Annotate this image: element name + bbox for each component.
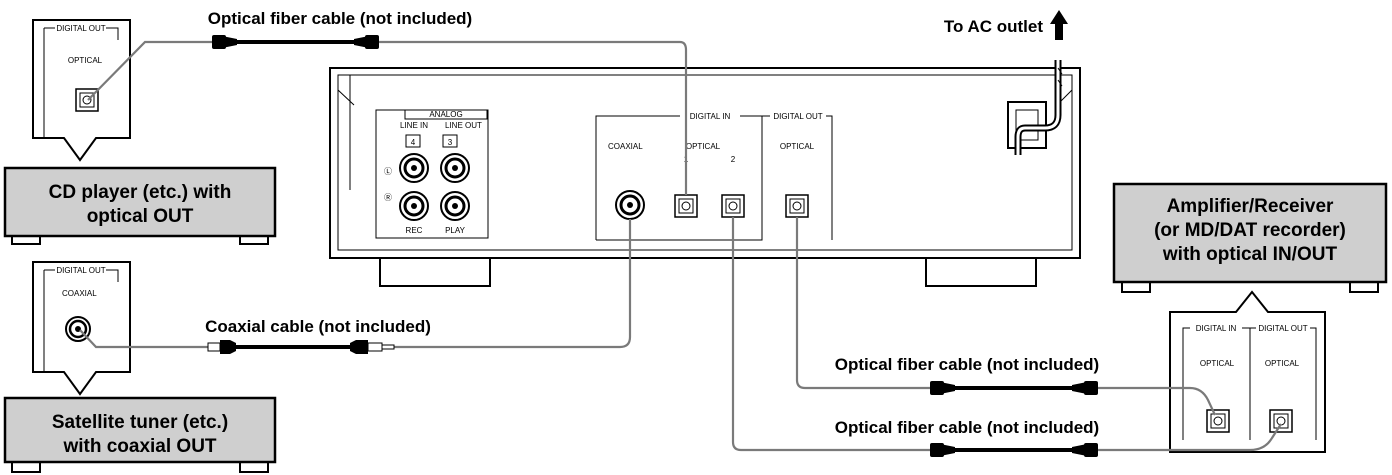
coaxial-cable — [79, 219, 632, 354]
play-right-jack[interactable] — [440, 191, 470, 221]
coaxial-label: COAXIAL — [608, 142, 643, 151]
optical-cable-mid — [795, 217, 1216, 416]
amplifier-title-1: Amplifier/Receiver — [1167, 196, 1334, 217]
rec-left-jack[interactable] — [399, 153, 429, 183]
line-in-number: 4 — [411, 138, 416, 147]
optical-cable-top — [87, 35, 688, 195]
analog-label: ANALOG — [429, 110, 462, 119]
cd-optical-label: OPTICAL — [68, 56, 103, 65]
amp-optical-out-jack[interactable] — [1269, 409, 1293, 433]
line-out-label: LINE OUT — [445, 121, 482, 130]
amp-digital-out-label: DIGITAL OUT — [1258, 324, 1307, 333]
line-out-number: 3 — [448, 138, 453, 147]
optical-in-label: OPTICAL — [686, 142, 721, 151]
optical-cable-bottom — [731, 217, 1282, 457]
main-unit: ANALOG LINE IN LINE OUT 4 3 Ⓛ Ⓡ REC PLAY… — [329, 67, 1081, 287]
amp-optical-in-label: OPTICAL — [1200, 359, 1235, 368]
satellite-jack-callout: DIGITAL OUT COAXIAL — [32, 261, 131, 396]
ac-outlet-label: To AC outlet — [944, 17, 1043, 36]
cd-player-box: CD player (etc.) with optical OUT — [3, 166, 277, 245]
cd-player-title-1: CD player (etc.) with — [49, 182, 232, 203]
rec-right-jack[interactable] — [399, 191, 429, 221]
play-label: PLAY — [445, 226, 466, 235]
optical-cable-bottom-label: Optical fiber cable (not included) — [835, 418, 1099, 437]
sat-digital-out-label: DIGITAL OUT — [56, 266, 105, 275]
amp-optical-in-jack[interactable] — [1206, 409, 1230, 433]
right-channel-label: Ⓡ — [384, 193, 392, 202]
amplifier-jack-callout: DIGITAL IN DIGITAL OUT OPTICAL OPTICAL — [1169, 290, 1326, 453]
amplifier-title-3: with optical IN/OUT — [1162, 244, 1338, 265]
line-in-label: LINE IN — [400, 121, 428, 130]
amplifier-box: Amplifier/Receiver (or MD/DAT recorder) … — [1112, 182, 1388, 293]
cd-player-jack-callout: DIGITAL OUT OPTICAL — [32, 19, 131, 162]
optical-cable-mid-label: Optical fiber cable (not included) — [835, 355, 1099, 374]
digital-in-label: DIGITAL IN — [690, 112, 731, 121]
optical-out-jack[interactable] — [785, 194, 809, 218]
satellite-title-1: Satellite tuner (etc.) — [52, 412, 228, 433]
optical-in-1-jack[interactable] — [674, 194, 698, 218]
amp-optical-out-label: OPTICAL — [1265, 359, 1300, 368]
cd-digital-out-label: DIGITAL OUT — [56, 24, 105, 33]
play-left-jack[interactable] — [440, 153, 470, 183]
amplifier-title-2: (or MD/DAT recorder) — [1154, 220, 1346, 241]
satellite-box: Satellite tuner (etc.) with coaxial OUT — [3, 396, 277, 473]
optical-out-label: OPTICAL — [780, 142, 815, 151]
sat-coaxial-label: COAXIAL — [62, 289, 97, 298]
coaxial-in-jack[interactable] — [615, 190, 645, 220]
optical-cable-top-label: Optical fiber cable (not included) — [208, 9, 472, 28]
ac-arrow-icon — [1050, 10, 1068, 40]
power-cord — [1014, 60, 1063, 155]
satellite-title-2: with coaxial OUT — [62, 436, 216, 457]
amp-digital-in-label: DIGITAL IN — [1196, 324, 1237, 333]
optical-2-label: 2 — [731, 155, 736, 164]
rec-label: REC — [406, 226, 423, 235]
optical-in-2-jack[interactable] — [721, 194, 745, 218]
cd-player-title-2: optical OUT — [87, 206, 194, 227]
coaxial-cable-label: Coaxial cable (not included) — [205, 317, 431, 336]
left-channel-label: Ⓛ — [384, 167, 392, 176]
digital-out-label: DIGITAL OUT — [773, 112, 822, 121]
